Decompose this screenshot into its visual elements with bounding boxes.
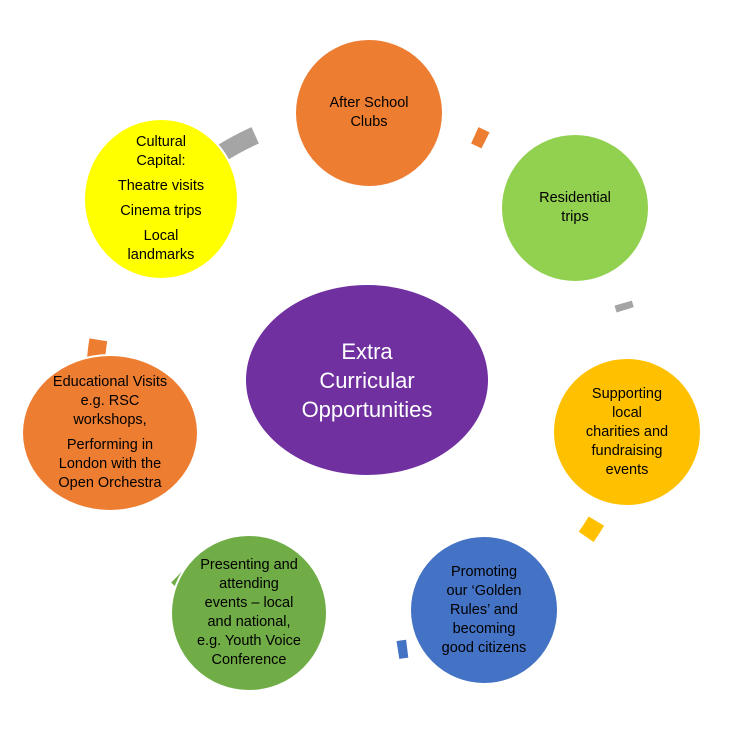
node-text-line: fundraising [591, 442, 663, 459]
node-text-line: charities and [585, 423, 669, 440]
connector-charities-to-golden-rules [578, 516, 605, 543]
node-text-line: Supporting [591, 385, 663, 402]
node-text-line: London with the [58, 456, 162, 472]
node-text-line: events – local [204, 595, 294, 611]
node-text-line: becoming [452, 620, 516, 637]
node-text-line: e.g. RSC [80, 393, 140, 409]
node-presenting-events: Presenting and attending events – local and… [170, 534, 328, 692]
center-text-line: Opportunities [301, 396, 433, 422]
connector-residential-to-charities [614, 300, 634, 313]
node-text-line: Promoting [450, 563, 518, 580]
node-text-line: Theatre visits [117, 178, 205, 194]
node-text-line: workshops, [73, 412, 147, 428]
node-text-line: Cultural [136, 134, 186, 150]
node-text-line: Local [143, 228, 179, 244]
node-text-line: landmarks [127, 247, 195, 263]
node-text-line: Conference [211, 652, 287, 668]
node-text-line: our ‘Golden [446, 582, 522, 599]
center-text-line: Extra [341, 338, 393, 364]
node-text-line: After School [329, 95, 409, 111]
node-text-line: good citizens [441, 639, 527, 656]
node-text-line: Residential [539, 190, 611, 206]
node-text-line: Performing in [66, 437, 154, 453]
node-text-line: Educational Visits [52, 374, 168, 390]
node-text-line: Rules’ and [450, 601, 518, 618]
node-text-line: Open Orchestra [58, 475, 162, 491]
node-text-line: and national, [207, 614, 291, 630]
node-text-line: events [605, 461, 649, 478]
connector-clubs-to-residential [471, 127, 490, 149]
node-text-line: Presenting and [200, 557, 298, 573]
node-text-line: trips [561, 209, 589, 225]
connector-golden-rules-to-presenting [396, 639, 409, 659]
node-text-line: attending [219, 576, 279, 592]
node-educational-visits: Educational Visits e.g. RSC workshops, Perf… [21, 354, 199, 512]
center-text-line: Curricular [319, 367, 415, 393]
node-supporting-charities: Supporting local charities and fundraising e… [552, 357, 702, 507]
node-text-line: e.g. Youth Voice [196, 633, 301, 649]
node-text-line: Clubs [350, 114, 388, 130]
node-text-line: local [612, 404, 642, 421]
node-residential-trips: Residential trips [500, 133, 650, 283]
node-text-line: Capital: [136, 153, 186, 169]
node-text-line: Cinema trips [120, 203, 202, 219]
